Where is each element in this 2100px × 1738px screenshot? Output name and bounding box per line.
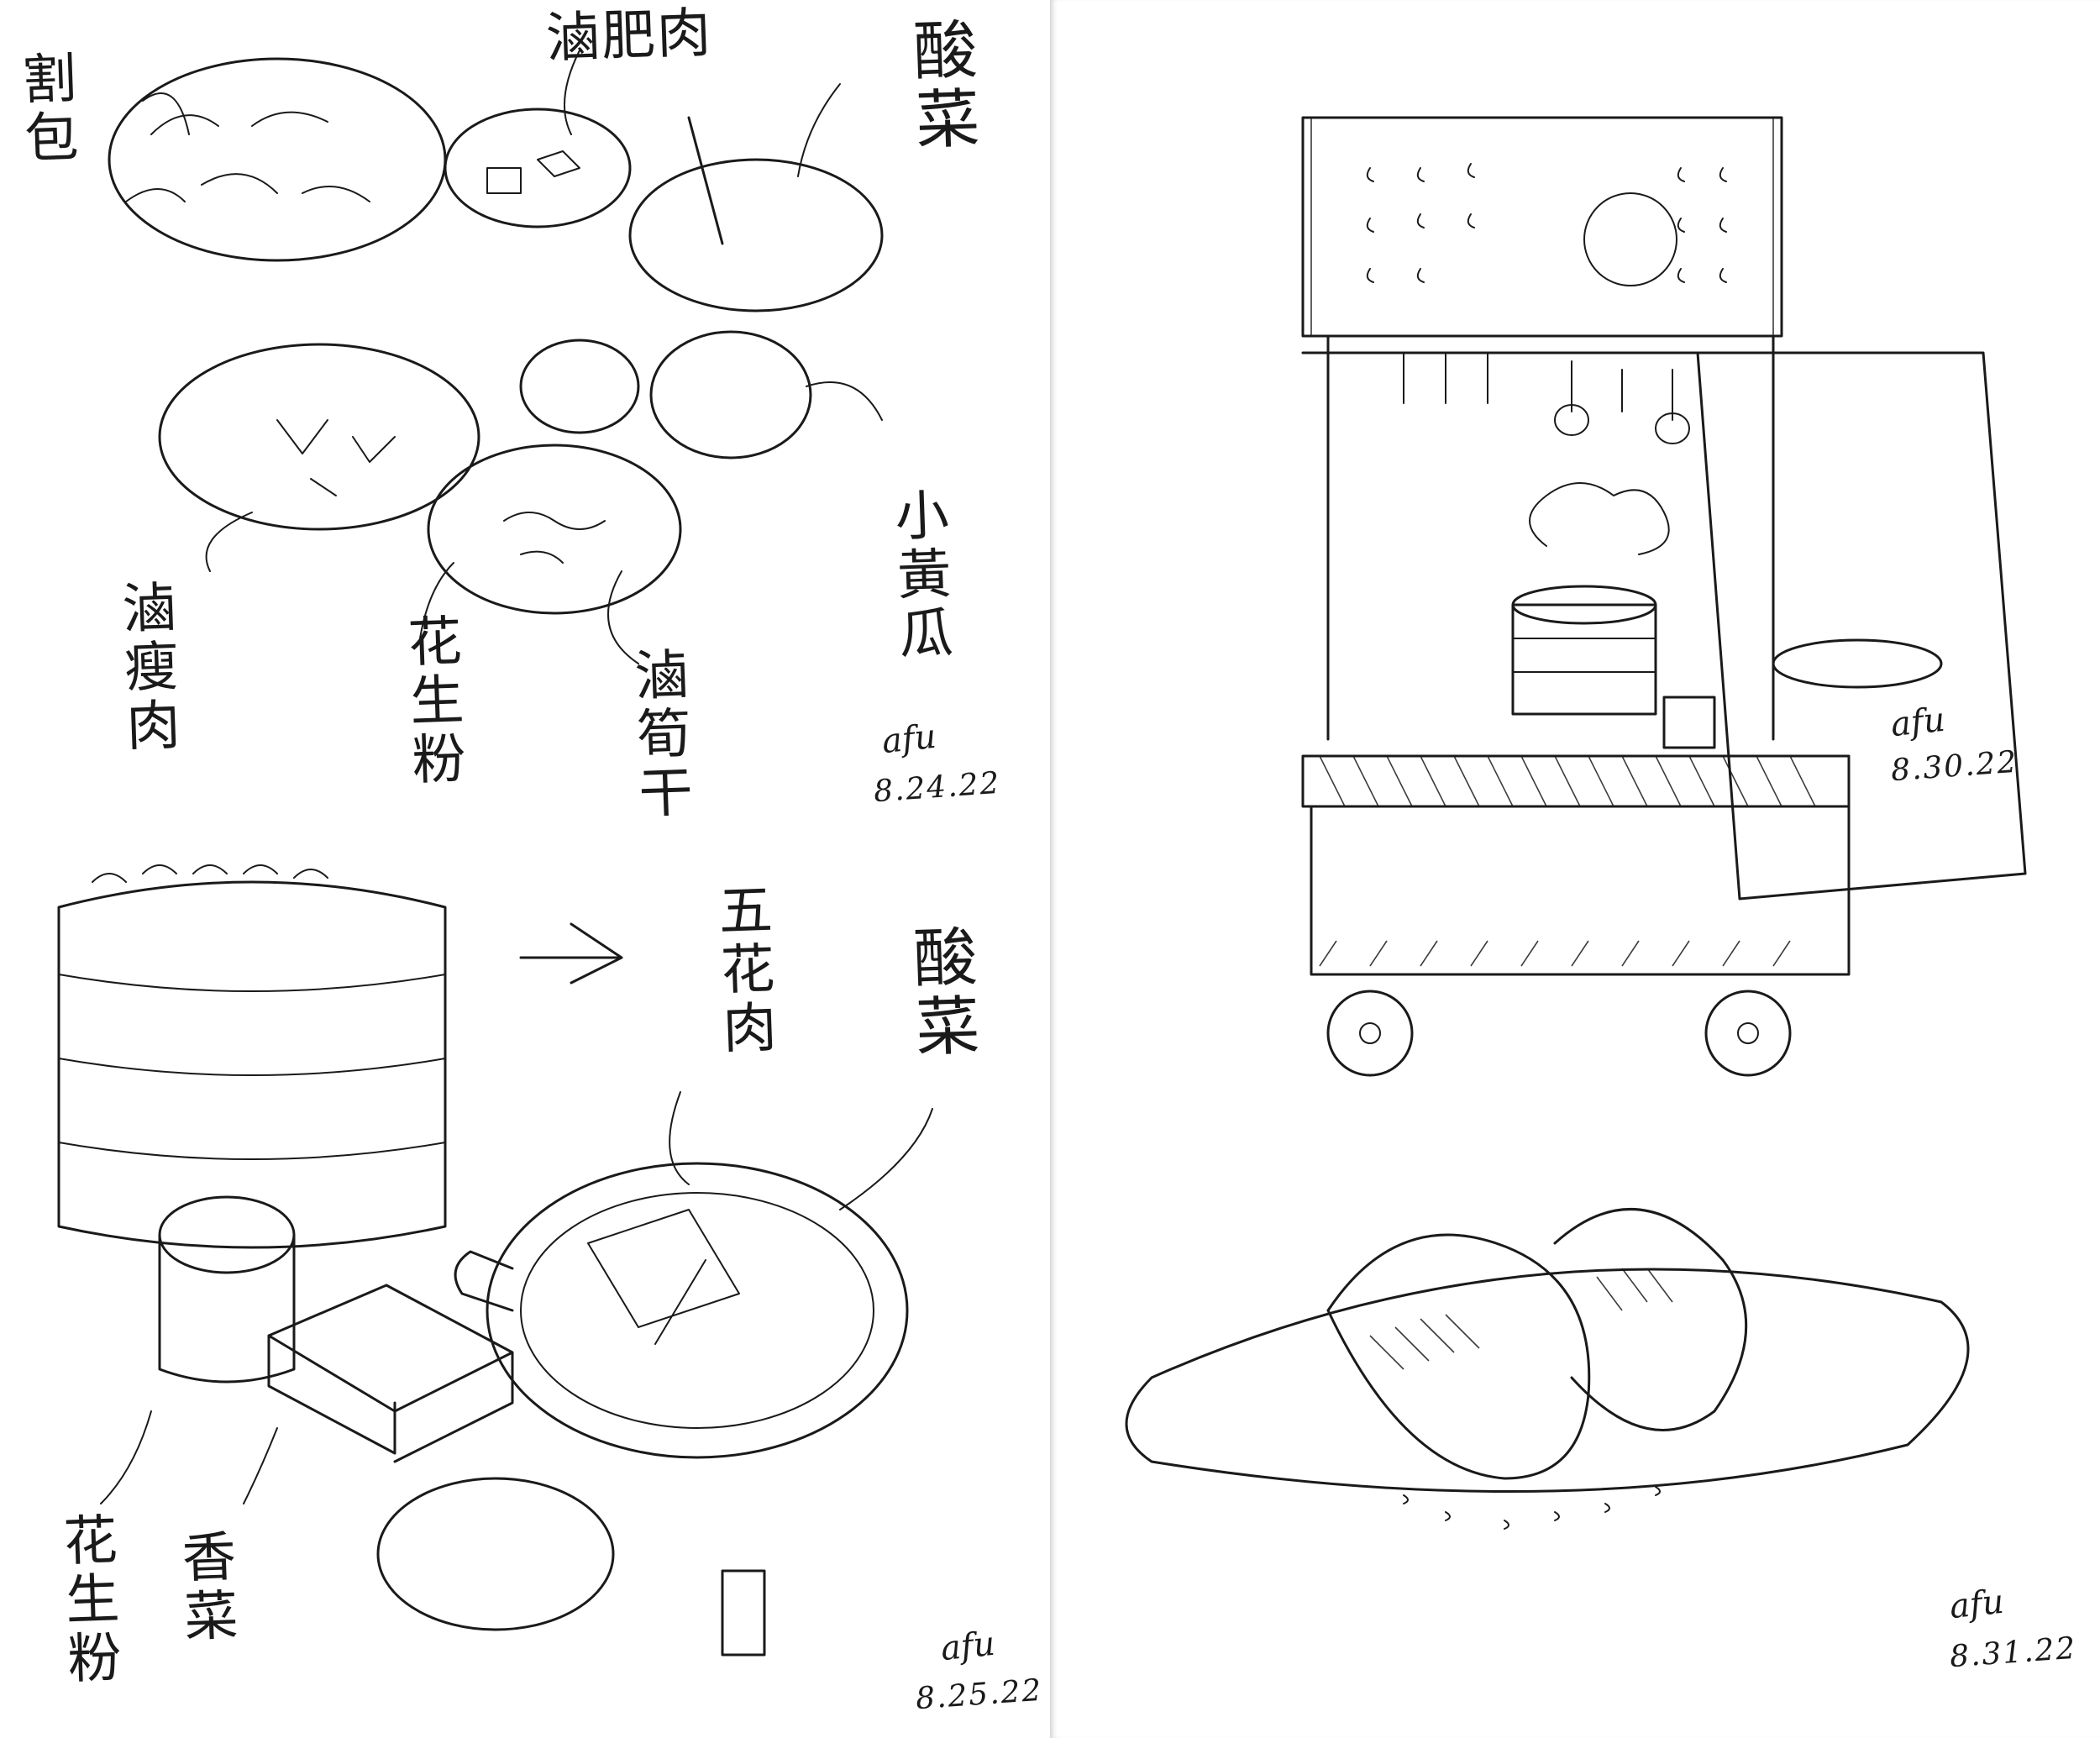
peanut-powder-cup [158,1195,296,1274]
lean-pork-pot [158,343,480,531]
bun-right [1553,1208,1748,1431]
bamboo-shoots-pot [427,444,682,615]
right-page: afu 8.30.22 afu 8.31.22 [1050,0,2100,1738]
left-page: 割包 滷肥肉 酸菜 滷瘦肉 花生粉 滷筍干 小黃瓜 afu 8.24.22 五花… [12,2,1044,1717]
signature-cart: afu [1888,700,1947,745]
fatty-pork-pot [444,108,632,228]
right-page-drawing [1125,116,2027,1530]
label-xiang-cai: 香菜 [171,1527,239,1648]
date-cart: 8.30.22 [1889,744,2019,789]
bun-steamer [108,57,447,262]
label-lu-shou-rou: 滷瘦肉 [112,578,181,758]
label-wu-hua-rou: 五花肉 [708,880,777,1060]
bun-left [1326,1233,1591,1480]
cart-steamer [1511,603,1657,716]
top-sketch-illustration [108,50,884,664]
label-suan-cai-bottom: 酸菜 [900,922,981,1063]
date-bun: 8.31.22 [1948,1630,2078,1675]
plate [1125,1268,1970,1494]
label-gua-bao: 割包 [12,49,79,170]
condiment-shaker [721,1569,766,1657]
food-cart-illustration [1301,116,2027,1077]
pickled-greens-pot [628,158,884,312]
cart-wheel-left [1326,990,1414,1077]
label-huang-gua: 小黃瓜 [885,486,953,665]
small-bowl [376,1477,615,1631]
left-page-drawing [57,50,933,1657]
signature-bottom-left: afu [938,1624,997,1669]
date-bottom-left: 8.25.22 [914,1672,1044,1717]
peanut-powder-bowl [519,339,640,434]
cart-banner [1301,116,1783,338]
date-top-left: 8.24.22 [872,765,1002,810]
tall-steamer [57,880,447,1249]
label-lu-sun-gan: 滷筍干 [624,645,693,825]
cart-wheel-right [1704,990,1792,1077]
label-hua-sheng-fen-top: 花生粉 [397,612,466,791]
stew-pot [486,1162,909,1459]
label-lu-fei-rou: 滷肥肉 [544,2,714,71]
label-suan-cai-top: 酸菜 [900,15,981,156]
cucumber-bowl [649,330,812,459]
cilantro-tray [267,1284,514,1413]
gua-bao-illustration [1125,1208,1970,1530]
signature-top-left: afu [879,717,938,762]
bottom-sketch-illustration [57,864,933,1657]
cart-cloth [1696,351,2027,901]
signature-bun: afu [1947,1582,2006,1627]
label-hua-sheng-fen-bottom: 花生粉 [53,1510,122,1690]
